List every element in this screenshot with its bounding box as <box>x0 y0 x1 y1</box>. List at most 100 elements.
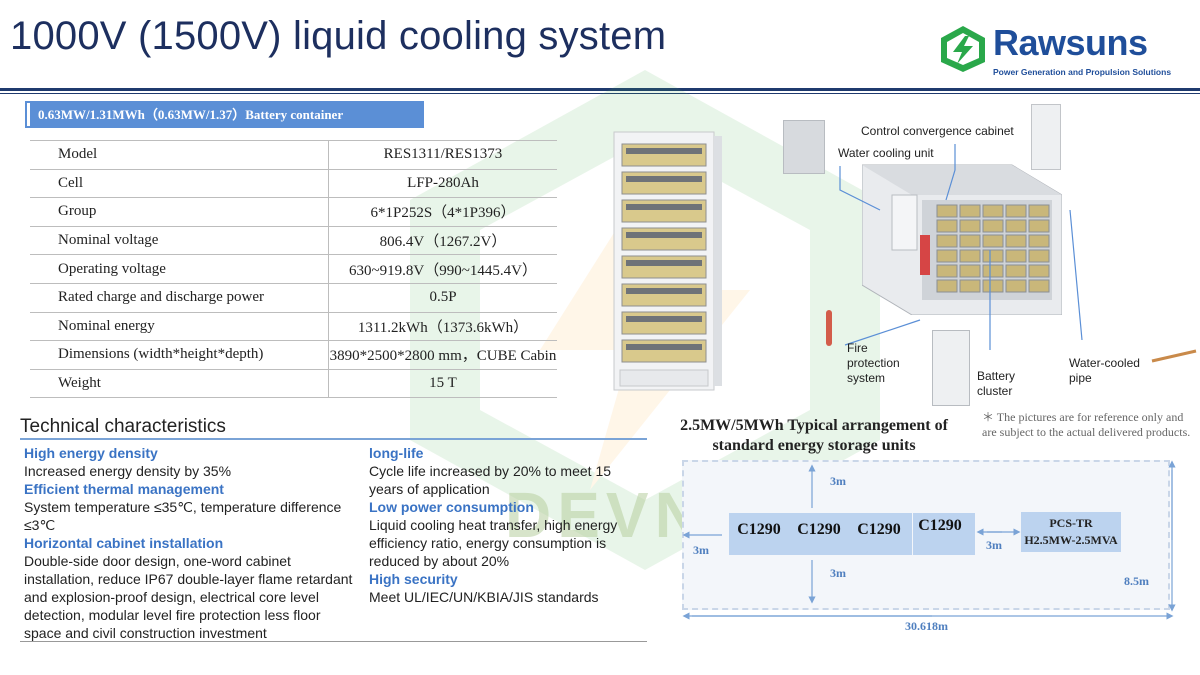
battery-module-strip <box>626 344 702 350</box>
cutaway-cell <box>982 219 1004 233</box>
cutaway-cell <box>982 279 1004 293</box>
feature-text: System temperature ≤35℃, temperature dif… <box>24 499 342 533</box>
feature-heading: Horizontal cabinet installation <box>24 535 224 551</box>
battery-module <box>621 283 707 307</box>
units-block <box>729 513 912 555</box>
unit-c1290-1: C1290 <box>737 521 781 538</box>
banner-bracket <box>25 101 31 128</box>
leader-lines <box>839 144 1083 350</box>
spec-key: Weight <box>30 368 329 399</box>
cutaway-cell <box>982 264 1004 278</box>
pcs-block: PCS-TR H2.5MW-2.5MVA <box>1021 512 1121 552</box>
pcs-line-1: PCS-TR <box>1049 516 1093 530</box>
spec-value: 3890*2500*2800 mm，CUBE Cabin <box>328 340 557 370</box>
spec-value: 15 T <box>328 368 557 399</box>
label-control-cabinet: Control convergence cabinet <box>861 124 1014 138</box>
spec-value: 0.5P <box>328 282 557 313</box>
dim-left: 3m <box>693 543 709 557</box>
unit-c1290-3: C1290 <box>857 521 901 538</box>
battery-module <box>621 339 707 363</box>
battery-module <box>621 311 707 335</box>
battery-module-strip <box>626 204 702 210</box>
unit-c1290-4: C1290 <box>918 517 962 534</box>
spec-key: Nominal energy <box>30 311 329 342</box>
brand-tagline: Power Generation and Propulsion Solution… <box>993 67 1172 77</box>
cutaway-cell <box>959 249 981 263</box>
spec-key: Model <box>30 140 329 170</box>
header-rule <box>0 88 1200 91</box>
spec-value: 630~919.8V（990~1445.4V） <box>328 254 557 284</box>
cutaway-cell <box>982 249 1004 263</box>
cutaway-cell <box>936 234 958 248</box>
feature-text: Meet UL/IEC/UN/KBIA/JIS standards <box>369 589 599 605</box>
arrangement-title: 2.5MW/5MWh Typical arrangement of standa… <box>680 417 948 454</box>
feature-text: Liquid cooling heat transfer, high energ… <box>369 517 618 569</box>
water-cooling-unit-image <box>783 120 825 174</box>
cutaway-cell <box>1028 219 1050 233</box>
battery-module-strip <box>626 232 702 238</box>
cutaway-cell <box>936 204 958 218</box>
battery-module-strip <box>626 288 702 294</box>
battery-module <box>621 255 707 279</box>
fire-extinguisher-image <box>826 310 832 346</box>
cutaway-cell <box>936 279 958 293</box>
dim-mid: 3m <box>986 538 1002 552</box>
spec-key: Rated charge and discharge power <box>30 282 329 313</box>
cutaway-cell <box>1028 234 1050 248</box>
unit-block-4 <box>913 513 975 555</box>
battery-cluster-image <box>932 330 970 406</box>
battery-module-strip <box>626 260 702 266</box>
dim-top: 3m <box>830 474 846 488</box>
tech-bottom-rule <box>20 641 647 642</box>
label-water-cooling: Water cooling unit <box>838 146 934 160</box>
cutaway-cell <box>959 279 981 293</box>
spec-key: Dimensions (width*height*depth) <box>30 340 329 370</box>
cutaway-cell <box>982 204 1004 218</box>
battery-rack-image <box>613 131 722 391</box>
cutaway-cell <box>1005 204 1027 218</box>
rawsuns-logo-icon <box>941 26 985 72</box>
cutaway-cell <box>1028 204 1050 218</box>
container-cutaway-image <box>862 164 1062 315</box>
cutaway-cell <box>959 234 981 248</box>
feature-heading: Efficient thermal management <box>24 481 224 497</box>
battery-module-strip <box>626 316 702 322</box>
spec-value: 806.4V（1267.2V） <box>328 225 557 256</box>
battery-module <box>621 227 707 251</box>
cutaway-cell <box>1028 249 1050 263</box>
cutaway-cell <box>1028 279 1050 293</box>
dimension-arrows <box>682 460 1176 620</box>
dim-height: 8.5m <box>1124 574 1149 588</box>
cutaway-cell <box>1005 234 1027 248</box>
cutaway-cell <box>1028 264 1050 278</box>
dim-width: 30.618m <box>905 619 948 633</box>
spec-key: Cell <box>30 168 329 199</box>
spec-value: RES1311/RES1373 <box>328 140 557 170</box>
control-cabinet-image <box>1031 104 1061 170</box>
pcs-line-2: H2.5MW-2.5MVA <box>1024 533 1118 547</box>
battery-module-strip <box>626 176 702 182</box>
spec-key: Operating voltage <box>30 254 329 284</box>
battery-module <box>621 171 707 195</box>
spec-banner: 0.63MW/1.31MWh（0.63MW/1.37）Battery conta… <box>30 101 424 128</box>
cutaway-cell <box>982 234 1004 248</box>
reference-note: ＊ The pictures are for reference only an… <box>982 410 1191 439</box>
dim-bottom: 3m <box>830 566 846 580</box>
battery-module <box>621 143 707 167</box>
feature-heading: High security <box>369 571 458 587</box>
cutaway-cell <box>936 249 958 263</box>
cutaway-cell <box>959 219 981 233</box>
cutaway-cell <box>1005 219 1027 233</box>
feature-text: Cycle life increased by 20% to meet 15 y… <box>369 463 612 497</box>
cutaway-cell <box>959 264 981 278</box>
